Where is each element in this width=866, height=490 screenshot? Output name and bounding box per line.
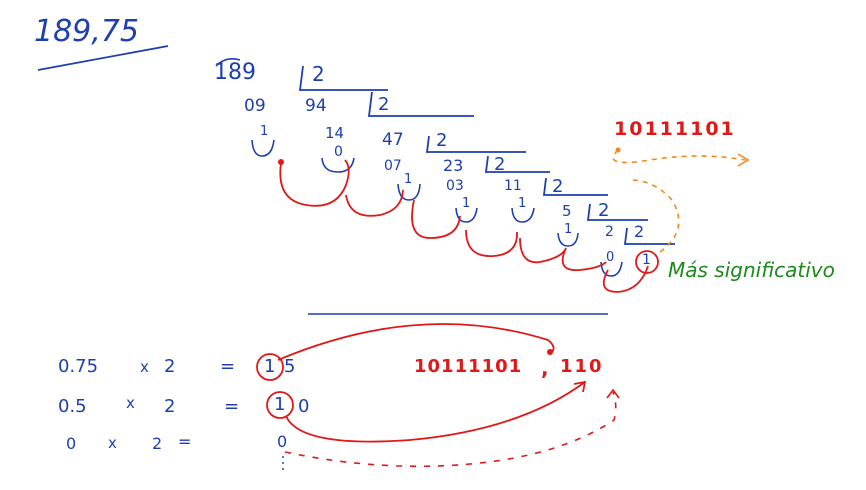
div-row7-last: 1 xyxy=(642,252,651,268)
title-underline xyxy=(37,45,169,71)
page-title: 189,75 xyxy=(34,14,139,49)
div-row4-quot: 11 xyxy=(504,178,522,194)
div-row5-r5: 1 xyxy=(518,196,527,211)
frac-row1-op: x xyxy=(140,358,149,376)
div-row2-q: 14 xyxy=(325,124,345,142)
div-row6-r6: 1 xyxy=(564,222,573,237)
div-row3-q: 07 xyxy=(384,158,402,174)
divisor: 2 xyxy=(312,62,325,86)
frac-row2-digit: 1 xyxy=(274,394,286,415)
division-brackets xyxy=(298,65,675,245)
div-row3-divisor: 2 xyxy=(494,154,506,175)
loop-1 xyxy=(277,323,555,361)
frac-row1-b: 2 xyxy=(164,356,176,377)
frac-row1-a: 0.75 xyxy=(58,356,99,377)
loop-2 xyxy=(285,381,586,443)
div-row2-quot: 47 xyxy=(382,130,404,150)
div-row1-quot: 94 xyxy=(305,96,327,116)
div-row6-divisor: 2 xyxy=(634,222,645,241)
div-row1-divisor: 2 xyxy=(378,94,390,115)
frac-row2-a: 0.5 xyxy=(58,396,87,417)
div-row5-divisor: 2 xyxy=(598,200,610,221)
frac-row2-op: x xyxy=(126,394,135,412)
div-row4-r3: 1 xyxy=(404,172,413,187)
frac-row2-eq: = xyxy=(224,396,240,417)
frac-row3-a: 0 xyxy=(66,434,77,453)
div-row5-r4: 1 xyxy=(462,196,471,211)
dividend-arc xyxy=(215,58,241,67)
most-significant-label: Más significativo xyxy=(668,258,835,282)
frac-row3-op: x xyxy=(108,434,117,452)
div-row4-q: 03 xyxy=(446,178,464,194)
frac-row2-b: 2 xyxy=(164,396,176,417)
orange-dashed xyxy=(612,149,746,253)
circle-digit-2 xyxy=(266,391,294,419)
div-row2-divisor: 2 xyxy=(436,130,448,151)
div-row3-r2: 0 xyxy=(334,144,343,160)
frac-row1-digit: 1 xyxy=(264,356,276,377)
frac-row3-b: 2 xyxy=(152,434,163,453)
remainder-cups xyxy=(251,139,623,277)
div-row7-r7: 0 xyxy=(606,250,615,265)
final-separator: , xyxy=(541,356,549,380)
frac-row2-rest: 0 xyxy=(298,396,310,417)
div-row6-quot: 2 xyxy=(605,224,614,240)
frac-row1-eq: = xyxy=(220,356,236,377)
msb-circle xyxy=(635,250,659,274)
remainder-chain xyxy=(279,159,649,293)
frac-row1-rest: 5 xyxy=(284,356,296,377)
div-row3-quot: 23 xyxy=(443,156,464,175)
binary-integer-result: 10111101 xyxy=(614,118,736,140)
frac-row3-digit: 0 xyxy=(277,432,288,451)
dividend: 189 xyxy=(214,60,256,85)
frac-row3-eq: = xyxy=(178,432,192,451)
div-row2-r1: 1 xyxy=(260,124,269,139)
final-integer-part: 10111101 xyxy=(414,356,523,377)
div-row4-divisor: 2 xyxy=(552,176,564,197)
final-fraction-part: 110 xyxy=(560,356,604,377)
div-row5-quot: 5 xyxy=(562,202,572,220)
div-row1-rem: 09 xyxy=(244,96,266,116)
loop-3 xyxy=(284,391,617,468)
circle-digit-1 xyxy=(256,353,284,381)
